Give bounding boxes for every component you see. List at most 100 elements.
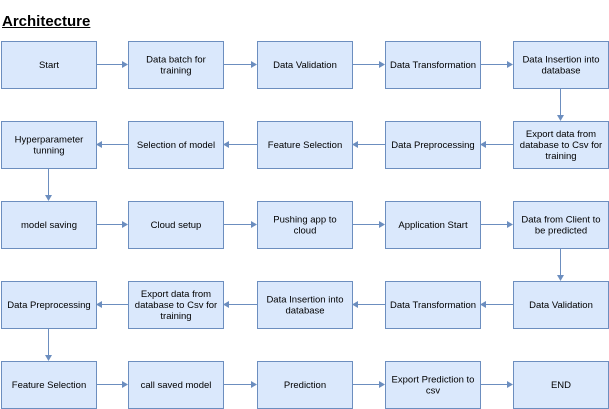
arrowhead-icon (251, 221, 257, 228)
node-box (128, 41, 224, 89)
node-n25: END (513, 361, 609, 409)
arrowhead-icon (480, 141, 486, 148)
node-box (385, 281, 481, 329)
node-label: Data Preprocessing (391, 140, 474, 151)
arrowhead-icon (122, 61, 128, 68)
node-n1: Start (1, 41, 97, 89)
node-box (128, 201, 224, 249)
node-box (257, 361, 353, 409)
node-box (257, 281, 353, 329)
edge-n20-n21 (45, 328, 52, 361)
node-n22: call saved model (128, 361, 224, 409)
node-box (257, 121, 353, 169)
node-label: Start (39, 60, 59, 71)
edge-n15-n16 (557, 248, 564, 281)
node-n14: Application Start (385, 201, 481, 249)
arrowhead-icon (507, 61, 513, 68)
arrowhead-icon (379, 221, 385, 228)
node-box (385, 41, 481, 89)
node-box (1, 41, 97, 89)
node-n4: Data Transformation (385, 41, 481, 89)
edge-n11-n12 (96, 221, 128, 228)
edge-n17-n18 (352, 301, 385, 308)
node-label: Data Transformation (390, 60, 476, 71)
node-box (513, 281, 609, 329)
node-label: call saved model (141, 380, 212, 391)
arrowhead-icon (96, 301, 102, 308)
arrowhead-icon (251, 381, 257, 388)
arrowhead-icon (122, 381, 128, 388)
node-box (128, 361, 224, 409)
arrowhead-icon (251, 61, 257, 68)
arrowhead-icon (45, 355, 52, 361)
node-label: Application Start (398, 220, 468, 231)
node-box (1, 121, 97, 169)
node-box (513, 201, 609, 249)
node-n12: Cloud setup (128, 201, 224, 249)
edge-n8-n9 (223, 141, 257, 148)
node-box (385, 121, 481, 169)
arrowhead-icon (507, 381, 513, 388)
arrowhead-icon (223, 301, 229, 308)
edge-n18-n19 (223, 301, 257, 308)
edge-n13-n14 (352, 221, 385, 228)
edge-n6-n7 (480, 141, 513, 148)
edge-n16-n17 (480, 301, 513, 308)
arrowhead-icon (122, 221, 128, 228)
node-box (128, 281, 224, 329)
node-box (385, 201, 481, 249)
node-label: Cloud setup (151, 220, 202, 231)
node-label: Feature Selection (268, 140, 342, 151)
edge-n23-n24 (352, 381, 385, 388)
node-box (128, 121, 224, 169)
node-label: Data Preprocessing (7, 300, 90, 311)
node-box (257, 201, 353, 249)
edge-n12-n13 (223, 221, 257, 228)
edge-n4-n5 (480, 61, 513, 68)
node-label: Selection of model (137, 140, 215, 151)
edge-n7-n8 (352, 141, 385, 148)
arrowhead-icon (480, 301, 486, 308)
edge-n9-n10 (96, 141, 128, 148)
node-n20: Data Preprocessing (1, 281, 97, 329)
edge-n24-n25 (480, 381, 513, 388)
node-label: Prediction (284, 380, 326, 391)
arrowhead-icon (223, 141, 229, 148)
edge-n22-n23 (223, 381, 257, 388)
arrowhead-icon (45, 195, 52, 201)
arrowhead-icon (379, 61, 385, 68)
node-box (513, 41, 609, 89)
arrowhead-icon (557, 275, 564, 281)
node-label: Data Validation (273, 60, 337, 71)
edge-n5-n6 (557, 88, 564, 121)
edge-n21-n22 (96, 381, 128, 388)
node-n8: Feature Selection (257, 121, 353, 169)
edge-n19-n20 (96, 301, 128, 308)
edge-n10-n11 (45, 168, 52, 201)
node-label: Feature Selection (12, 380, 86, 391)
arrowhead-icon (352, 141, 358, 148)
arrowhead-icon (96, 141, 102, 148)
node-box (257, 41, 353, 89)
node-label: model saving (21, 220, 77, 231)
edge-n3-n4 (352, 61, 385, 68)
page-title: Architecture (2, 13, 91, 30)
arrowhead-icon (379, 381, 385, 388)
node-box (1, 281, 97, 329)
